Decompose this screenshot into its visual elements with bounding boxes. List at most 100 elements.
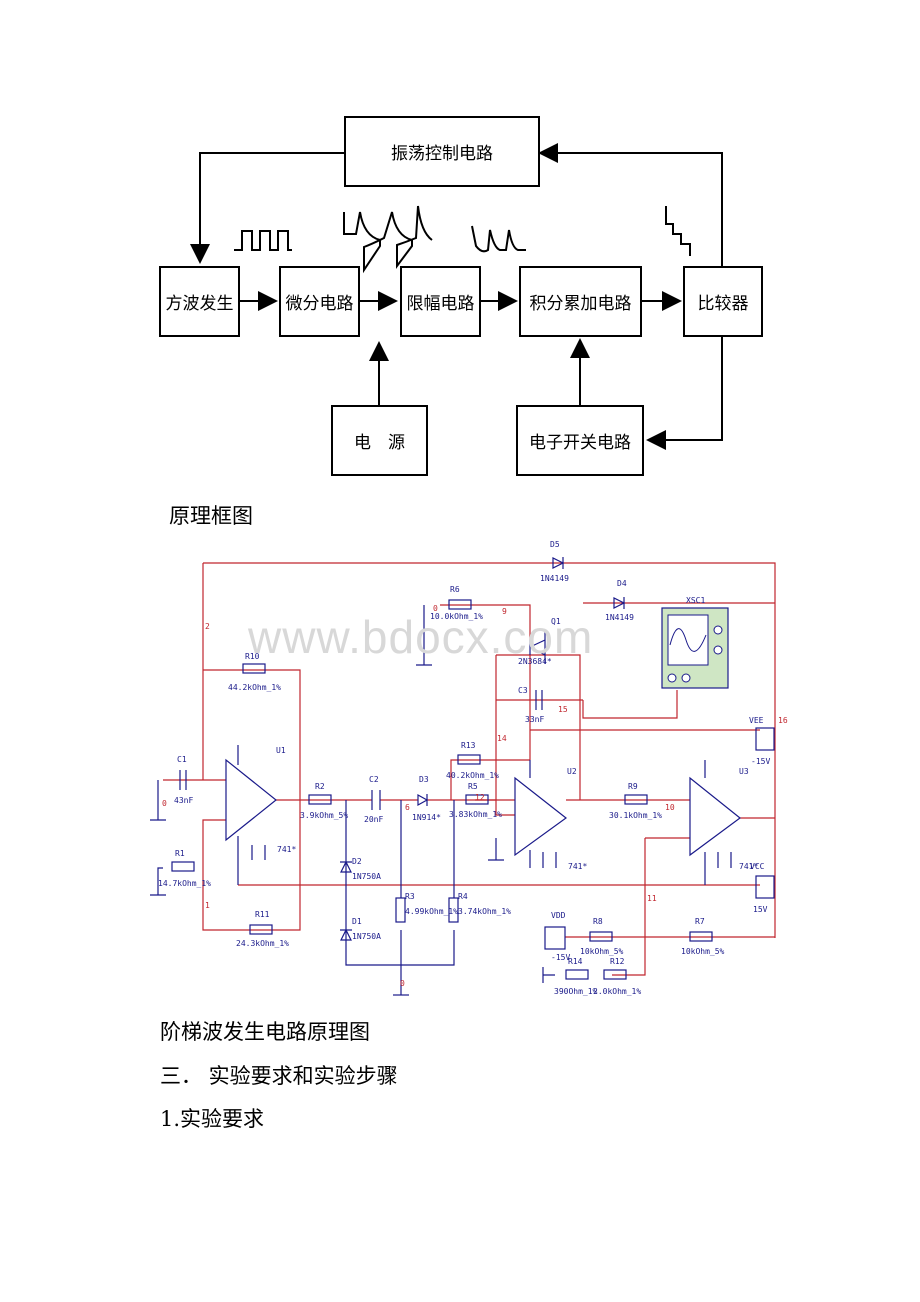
label-d1-val: 1N750A — [352, 932, 381, 941]
node-11: 11 — [647, 894, 657, 903]
node-16: 16 — [778, 716, 788, 725]
label-d5: D5 — [550, 540, 560, 549]
block-integrator: 积分累加电路 — [519, 266, 642, 337]
label-vcc: VCC — [750, 862, 765, 871]
node-10: 10 — [665, 803, 675, 812]
label-d2-val: 1N750A — [352, 872, 381, 881]
label-c1: C1 — [177, 755, 187, 764]
label-r1: R1 — [175, 849, 185, 858]
block-square-wave: 方波发生 — [159, 266, 240, 337]
label-vdd: VDD — [551, 911, 566, 920]
schematic-caption: 阶梯波发生电路原理图 — [160, 1020, 370, 1044]
label-r2-val: 3.9kOhm_5% — [300, 811, 349, 820]
node-15: 15 — [558, 705, 568, 714]
label-r12: R12 — [610, 957, 625, 966]
node-6: 6 — [405, 803, 410, 812]
block-electronic-switch: 电子开关电路 — [516, 405, 644, 476]
watermark: www.bdocx.com — [248, 611, 594, 663]
label-r9-val: 30.1kOhm_1% — [609, 811, 662, 820]
block-comparator-label: 比较器 — [697, 294, 749, 314]
opamp-u3 — [689, 776, 741, 857]
node-14: 14 — [497, 734, 507, 743]
label-r11-val: 24.3kOhm_1% — [236, 939, 289, 948]
label-q1: Q1 — [551, 617, 561, 626]
block-comparator: 比较器 — [683, 266, 763, 337]
label-r8: R8 — [593, 917, 603, 926]
oscilloscope-xsc1 — [661, 607, 729, 689]
label-r8-val: 10kOhm_5% — [580, 947, 624, 956]
label-r3-val: 4.99kOhm_1% — [405, 907, 458, 916]
label-r6-val: 10.0kOhm_1% — [430, 612, 483, 621]
node-2: 2 — [205, 622, 210, 631]
spike-wave-sketch — [343, 205, 433, 274]
label-r3: R3 — [405, 892, 415, 901]
node-0-b: 0 — [400, 979, 405, 988]
opamp-u1 — [225, 758, 277, 842]
label-r6: R6 — [450, 585, 460, 594]
block-integrator-label: 积分累加电路 — [529, 294, 632, 314]
label-c3: C3 — [518, 686, 528, 695]
square-wave-sketch — [234, 230, 292, 251]
label-xsc1: XSC1 — [686, 596, 706, 605]
label-r10-val: 44.2kOhm_1% — [228, 683, 281, 692]
label-c2-val: 20nF — [364, 815, 384, 824]
block-differentiator-label: 微分电路 — [285, 294, 354, 314]
block-electronic-switch-label: 电子开关电路 — [529, 433, 631, 453]
label-r13: R13 — [461, 741, 476, 750]
label-u3-val: 741* — [739, 862, 759, 871]
block-diagram-caption: 原理框图 — [169, 504, 253, 528]
label-u2: U2 — [567, 767, 577, 776]
node-12: 12 — [475, 793, 485, 802]
schematic-drawing — [150, 557, 776, 996]
wire-comp-to-osc — [538, 143, 723, 267]
label-d5-val: 1N4149 — [540, 574, 569, 583]
label-r14: R14 — [568, 957, 583, 966]
label-r4-val: 3.74kOhm_1% — [458, 907, 511, 916]
label-r10: R10 — [245, 652, 260, 661]
block-square-wave-label: 方波发生 — [165, 294, 234, 314]
opamp-u2 — [514, 776, 567, 857]
wire-osc-to-square — [190, 152, 345, 264]
block-power-supply-label: 电 源 — [354, 433, 405, 453]
label-d4-val: 1N4149 — [605, 613, 634, 622]
label-vee-val: -15V — [751, 757, 771, 766]
node-9: 9 — [502, 607, 507, 616]
label-r5: R5 — [468, 782, 478, 791]
block-limiter-label: 限幅电路 — [406, 294, 475, 314]
label-vee: VEE — [749, 716, 764, 725]
label-u2-val: 741* — [568, 862, 588, 871]
label-d2: D2 — [352, 857, 362, 866]
label-vcc-val: 15V — [753, 905, 768, 914]
staircase-sketch — [665, 206, 691, 256]
block-limiter: 限幅电路 — [400, 266, 481, 337]
label-d1: D1 — [352, 917, 362, 926]
label-d4: D4 — [617, 579, 627, 588]
label-r1-val: 14.7kOhm_1% — [158, 879, 211, 888]
label-vdd-val: -15V — [551, 953, 571, 962]
label-r14-val: 390Ohm_1% — [554, 987, 598, 996]
label-r7: R7 — [695, 917, 705, 926]
node-0-c: 0 — [433, 604, 438, 613]
label-r11: R11 — [255, 910, 270, 919]
item-1-heading: 1.实验要求 — [160, 1107, 265, 1131]
block-oscillation-control: 振荡控制电路 — [344, 116, 540, 187]
label-c3-val: 33nF — [525, 715, 545, 724]
label-q1-val: 2N3684* — [518, 657, 552, 666]
label-u3: U3 — [739, 767, 749, 776]
label-r7-val: 10kOhm_5% — [681, 947, 725, 956]
node-1: 1 — [205, 901, 210, 910]
label-r2: R2 — [315, 782, 325, 791]
section-3-heading: 三． 实验要求和实验步骤 — [160, 1064, 398, 1088]
node-0-a: 0 — [162, 799, 167, 808]
label-r13-val: 40.2kOhm_1% — [446, 771, 499, 780]
label-d3-val: 1N914* — [412, 813, 441, 822]
limited-pulse-sketch — [471, 225, 526, 253]
wire-comp-to-switch — [646, 336, 723, 450]
label-r12-val: 2.0kOhm_1% — [593, 987, 642, 996]
label-r9: R9 — [628, 782, 638, 791]
block-differentiator: 微分电路 — [279, 266, 360, 337]
label-u1: U1 — [276, 746, 286, 755]
label-c2: C2 — [369, 775, 379, 784]
label-c1-val: 43nF — [174, 796, 194, 805]
block-power-supply: 电 源 — [331, 405, 428, 476]
